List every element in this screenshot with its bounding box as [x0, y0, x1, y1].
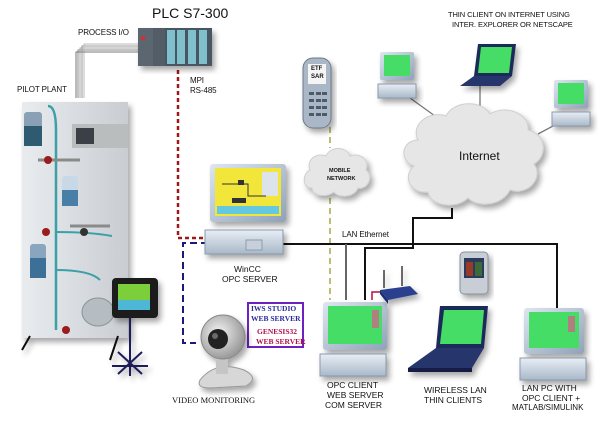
web-server-label-box	[247, 302, 304, 348]
wincc-label-line2: OPC SERVER	[222, 274, 278, 284]
mobile-network-label-line1: MOBILE	[329, 168, 351, 174]
mobile-network-label-line2: NETWORK	[327, 176, 356, 182]
wincc-opc-server-pc[interactable]	[204, 164, 286, 255]
mpi-rs485-link	[176, 70, 205, 240]
webcam[interactable]	[198, 314, 253, 389]
wincc-label-line1: WinCC	[234, 264, 261, 274]
pilot-plant-label: PILOT PLANT	[17, 85, 67, 94]
lan-pc-label-line3: MATLAB/SIMULINK	[512, 403, 584, 412]
iws-web-server-label: WEB SERVER	[251, 314, 301, 323]
lan-ethernet-backbone	[283, 243, 558, 312]
mobile-network-cloud	[303, 148, 371, 197]
lan-pc-label-line2: OPC CLIENT +	[522, 393, 581, 403]
pda-handheld[interactable]	[459, 251, 489, 295]
internet-client-laptop[interactable]	[460, 44, 516, 86]
plc-s7-300[interactable]	[138, 28, 212, 66]
genesis-web-server-label: WEB SERVER	[256, 337, 306, 346]
opc-client-web-server-pc[interactable]	[319, 302, 387, 377]
internet-client-desktop-right[interactable]	[551, 80, 591, 127]
wireless-router[interactable]	[380, 266, 418, 304]
wireless-lan-label-line1: WIRELESS LAN	[424, 385, 487, 395]
thin-client-caption-line2: INTER. EXPLORER OR NETSCAPE	[452, 20, 573, 29]
video-monitoring-label: VIDEO MONITORING	[172, 395, 256, 405]
pilot-plant[interactable]	[21, 102, 128, 361]
opc-client-label-line3: COM SERVER	[325, 400, 382, 410]
internet-cloud	[403, 103, 544, 206]
video-monitoring-link	[182, 242, 208, 344]
process-io-cable-bundle	[75, 43, 140, 98]
internet-client-desktop-left[interactable]	[377, 52, 417, 99]
internet-label: Internet	[459, 149, 500, 163]
rs485-label: RS-485	[190, 86, 217, 95]
genesis32-label: GENESIS32	[257, 327, 298, 336]
hmi-touch-panel[interactable]	[112, 278, 158, 376]
router-link	[371, 291, 381, 300]
mobile-phone[interactable]	[302, 57, 332, 129]
lan-pc-matlab[interactable]	[519, 308, 587, 381]
opc-client-label-line2: WEB SERVER	[327, 390, 384, 400]
iws-studio-label: IWS STUDIO	[251, 304, 297, 313]
plc-title: PLC S7-300	[152, 5, 229, 21]
process-io-label: PROCESS I/O	[78, 28, 129, 37]
phone-screen-line1: ETF	[311, 66, 323, 72]
phone-screen-line2: SAR	[311, 74, 324, 80]
thin-client-caption-line1: THIN CLIENT ON INTERNET USING	[448, 10, 570, 19]
lan-pc-label-line1: LAN PC WITH	[522, 383, 577, 393]
internet-uplink	[364, 208, 453, 300]
lan-ethernet-label: LAN Ethernet	[342, 230, 389, 239]
wireless-lan-label-line2: THIN CLIENTS	[424, 395, 483, 405]
opc-client-label-line1: OPC CLIENT	[327, 380, 379, 390]
wireless-lan-laptop[interactable]	[408, 306, 488, 372]
mpi-label: MPI	[190, 76, 204, 85]
